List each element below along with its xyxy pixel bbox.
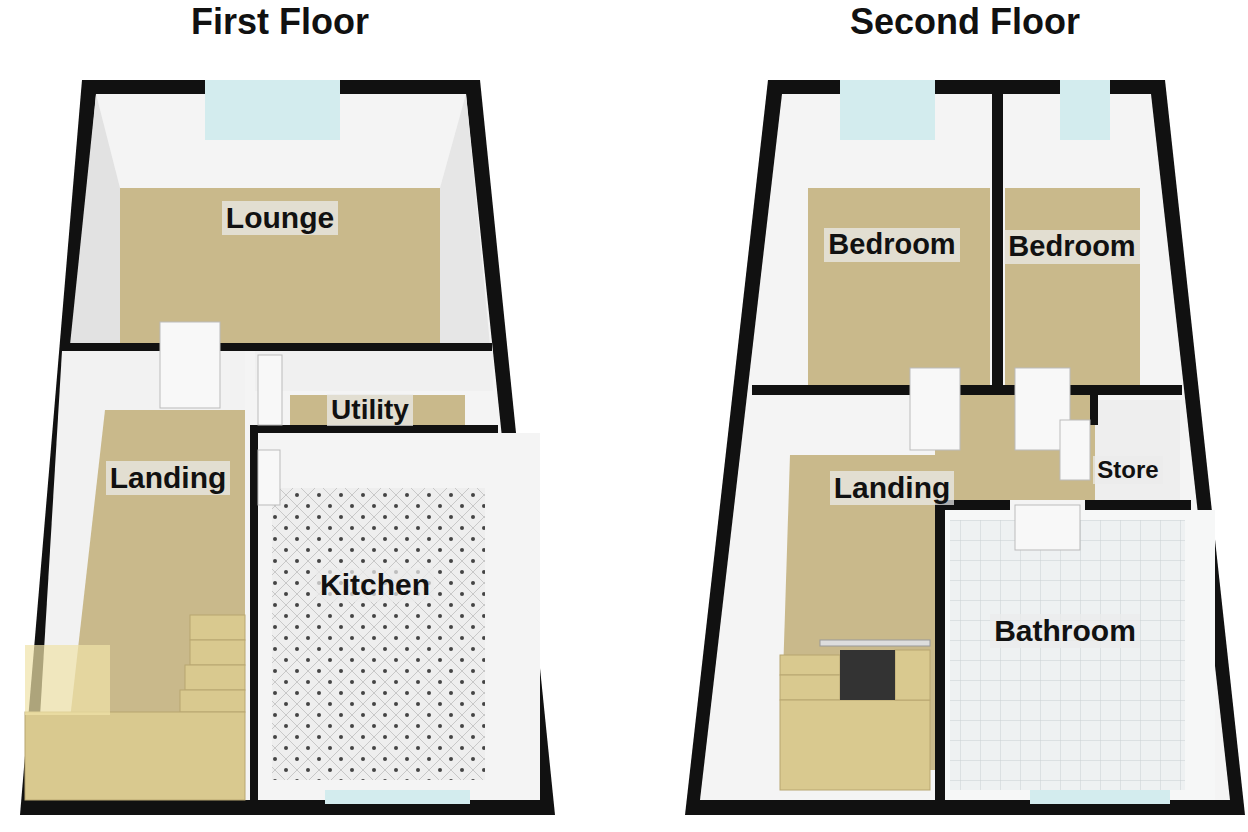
room-name: Bedroom [1008,230,1135,263]
room-label: Landing [106,461,231,496]
room-label: Lounge [222,201,338,236]
room-name: Kitchen [320,568,430,603]
floor-plan: Second FloorBedroom BedroomLanding StoreBa… [624,0,1248,832]
room-name: Bathroom [994,614,1136,649]
room-name: Lounge [226,201,334,236]
room-name: Utility [331,394,409,426]
room-name: Landing [110,461,227,496]
floor-plan: First FloorLoungeUtilityLandingKitchen [0,0,624,832]
room-label: Bedroom [824,228,959,261]
floor-title: First Floor [191,0,369,44]
room-name: Bedroom [828,228,955,261]
room-label: Bedroom [1004,230,1139,263]
room-label: Kitchen [316,568,434,603]
room-label: Bathroom [990,614,1140,649]
floor-title: Second Floor [850,0,1080,44]
room-label: Store [1093,456,1162,484]
room-label: Landing [830,471,955,506]
room-label: Utility [327,394,413,426]
room-name: Store [1097,456,1158,484]
room-name: Landing [834,471,951,506]
